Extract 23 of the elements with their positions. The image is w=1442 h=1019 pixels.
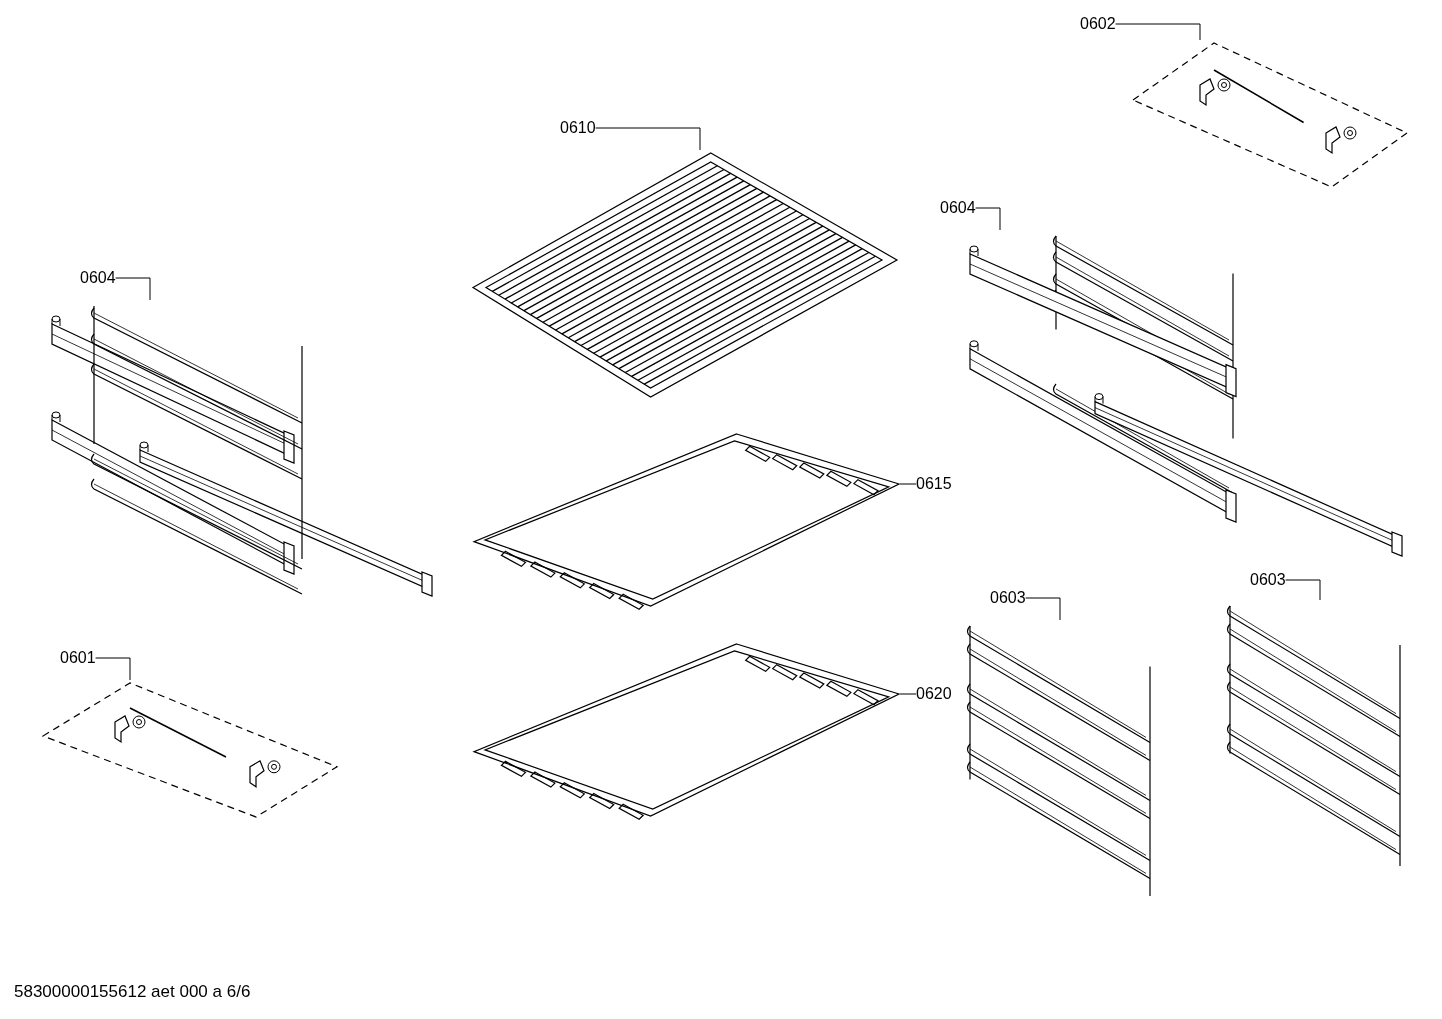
callout-number: 0603 <box>1250 570 1286 590</box>
leader-line <box>95 657 131 681</box>
leader-line <box>1285 579 1321 601</box>
callout-number: 0620 <box>916 684 952 704</box>
leader-line <box>1025 597 1061 621</box>
callout-number: 0602 <box>1080 14 1116 34</box>
callout-number: 0615 <box>916 474 952 494</box>
baking-tray-drawing <box>470 430 900 610</box>
leader-line <box>899 693 917 695</box>
leader-line <box>595 127 701 151</box>
document-number: 58300000155612 aet 000 a 6/6 <box>14 982 251 1002</box>
leader-line <box>975 207 1001 231</box>
callout-number: 0604 <box>80 268 116 288</box>
leader-line <box>899 483 917 485</box>
callout-number: 0601 <box>60 648 96 668</box>
leader-line <box>1115 23 1201 41</box>
leader-line <box>115 277 151 301</box>
callout-number: 0604 <box>940 198 976 218</box>
baking-tray-drawing <box>470 640 900 820</box>
callout-number: 0603 <box>990 588 1026 608</box>
oven-rack-drawing <box>470 150 900 400</box>
callout-number: 0610 <box>560 118 596 138</box>
clip-kit-drawing <box>40 680 340 820</box>
